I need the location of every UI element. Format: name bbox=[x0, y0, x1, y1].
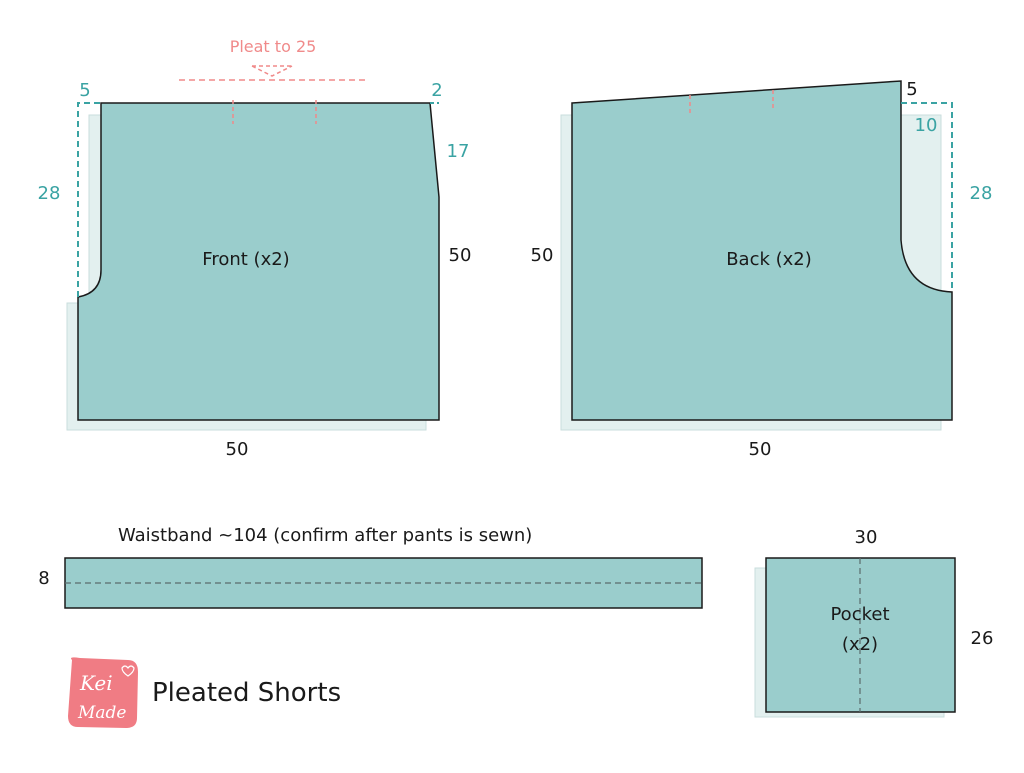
front-label: Front (x2) bbox=[202, 249, 289, 270]
pocket-dim-width: 30 bbox=[855, 527, 878, 548]
front-dim-bottom: 50 bbox=[226, 439, 249, 460]
front-dim-right-height: 50 bbox=[449, 245, 472, 266]
front-dim-right-slope: 17 bbox=[447, 141, 470, 162]
back-dim-top-right: 5 bbox=[906, 79, 917, 100]
pocket-piece: Pocket (x2) 30 26 bbox=[754, 527, 994, 718]
back-dim-right-height: 28 bbox=[970, 183, 993, 204]
back-extension-dashed bbox=[901, 102, 953, 292]
heart-icon bbox=[121, 665, 135, 677]
logo-badge bbox=[68, 657, 138, 728]
back-dim-bottom: 50 bbox=[749, 439, 772, 460]
waistband-piece: Waistband ~104 (confirm after pants is s… bbox=[38, 525, 703, 609]
logo-text-top: Kei bbox=[79, 671, 113, 695]
brand-logo: Kei Made bbox=[68, 657, 138, 728]
front-dim-top-left: 5 bbox=[79, 80, 90, 101]
front-dim-left-height: 28 bbox=[38, 183, 61, 204]
pocket-label-line2: (x2) bbox=[842, 634, 878, 655]
pocket-dim-height: 26 bbox=[971, 628, 994, 649]
logo-text-bottom: Made bbox=[77, 703, 127, 723]
pocket-label-line1: Pocket bbox=[830, 604, 889, 625]
back-label: Back (x2) bbox=[726, 249, 812, 270]
waistband-label: Waistband ~104 (confirm after pants is s… bbox=[118, 525, 532, 546]
back-fabric bbox=[571, 80, 953, 421]
page-title: Pleated Shorts bbox=[152, 678, 341, 708]
front-pleat-label: Pleat to 25 bbox=[230, 37, 317, 56]
waistband-dim-height: 8 bbox=[38, 568, 49, 589]
front-dim-top-right: 2 bbox=[431, 80, 442, 101]
back-dim-left-height: 50 bbox=[531, 245, 554, 266]
front-fabric bbox=[77, 102, 440, 421]
front-extension-dashed bbox=[77, 102, 101, 297]
front-pleat-arrow bbox=[251, 65, 293, 77]
back-dim-crotch-top: 10 bbox=[915, 115, 938, 136]
back-piece: Back (x2) 5 10 28 50 50 bbox=[531, 79, 993, 460]
front-piece: Pleat to 25 Front (x2) 5 2 28 17 50 50 bbox=[38, 37, 472, 460]
